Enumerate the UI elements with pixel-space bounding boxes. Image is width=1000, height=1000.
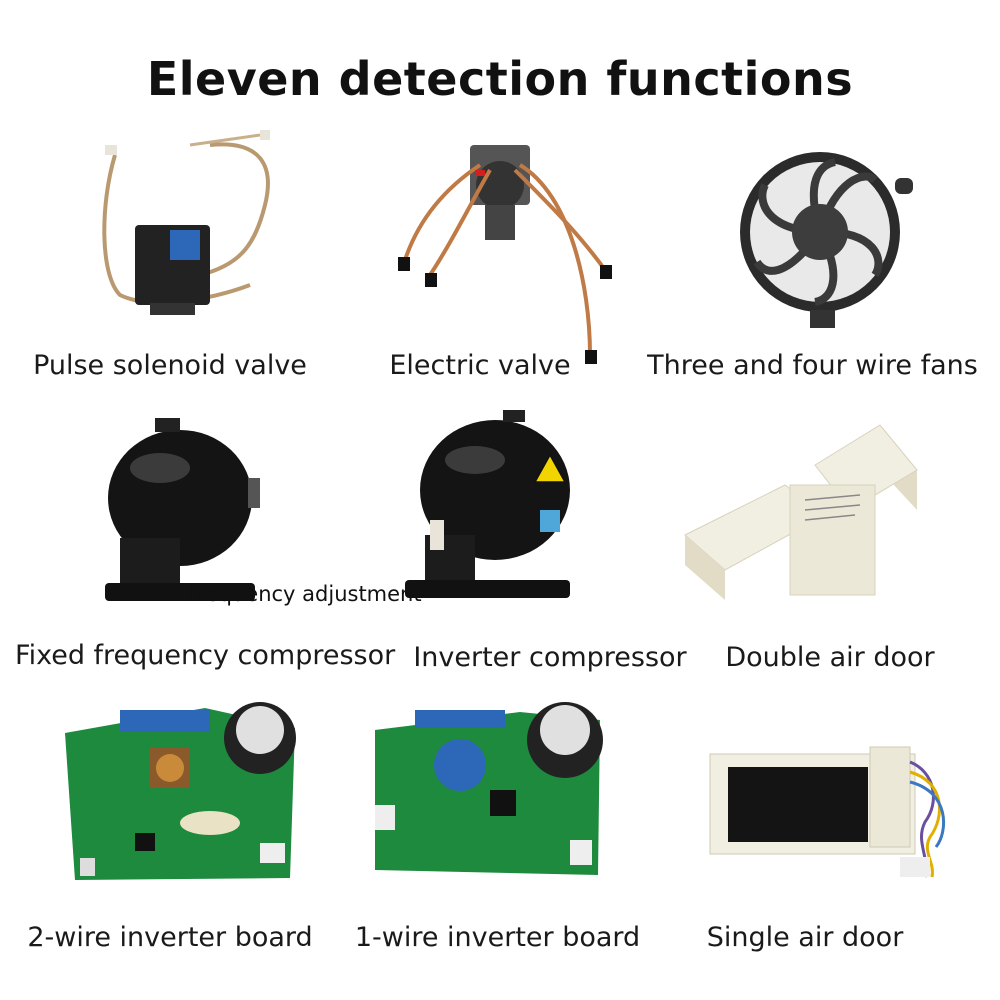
one-wire-board-photo-icon <box>370 690 603 882</box>
item-label: Inverter compressor <box>413 642 687 673</box>
page-title: Eleven detection functions <box>146 52 854 106</box>
item-label: Pulse solenoid valve <box>33 350 307 381</box>
fixed-compressor-photo-icon <box>100 418 265 618</box>
pulse-solenoid-valve-photo-icon <box>90 125 280 325</box>
item-label: Three and four wire fans <box>647 350 978 381</box>
item-label: Double air door <box>725 642 935 673</box>
frequency-adjustment-label: Frequency adjustment <box>187 582 422 606</box>
inverter-compressor-photo-icon <box>405 410 575 615</box>
electric-valve-photo-icon <box>390 125 620 365</box>
item-label: Electric valve <box>389 350 571 381</box>
item-label: Single air door <box>706 922 904 953</box>
double-air-door-photo-icon <box>684 424 920 605</box>
two-wire-board-photo-icon <box>65 688 296 883</box>
item-label: Fixed frequency compressor <box>15 640 396 671</box>
single-air-door-photo-icon <box>709 742 950 882</box>
fan-photo-icon <box>735 140 920 335</box>
item-label: 2-wire inverter board <box>27 922 313 953</box>
item-label: 1-wire inverter board <box>354 922 641 953</box>
